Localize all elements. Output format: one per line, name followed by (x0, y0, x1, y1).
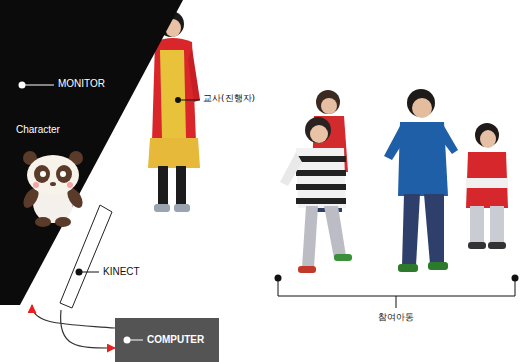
node-shape (45, 195, 165, 310)
node-label: COMPUTER (147, 334, 204, 346)
teacher-label: 교사(진행자) (203, 93, 255, 104)
kinect-sensor: KINECT (45, 195, 165, 310)
children-figures (280, 89, 508, 273)
node-label: MONITOR (58, 78, 105, 90)
signal-arrow (32, 305, 115, 328)
computer-box: COMPUTER (115, 318, 219, 362)
signal-arrow (61, 310, 115, 348)
panda-character (20, 151, 85, 227)
node-label: Character (16, 124, 60, 136)
group-label: 참여아동 (378, 312, 414, 323)
group-bracket (275, 275, 519, 309)
node-label: KINECT (103, 266, 140, 278)
